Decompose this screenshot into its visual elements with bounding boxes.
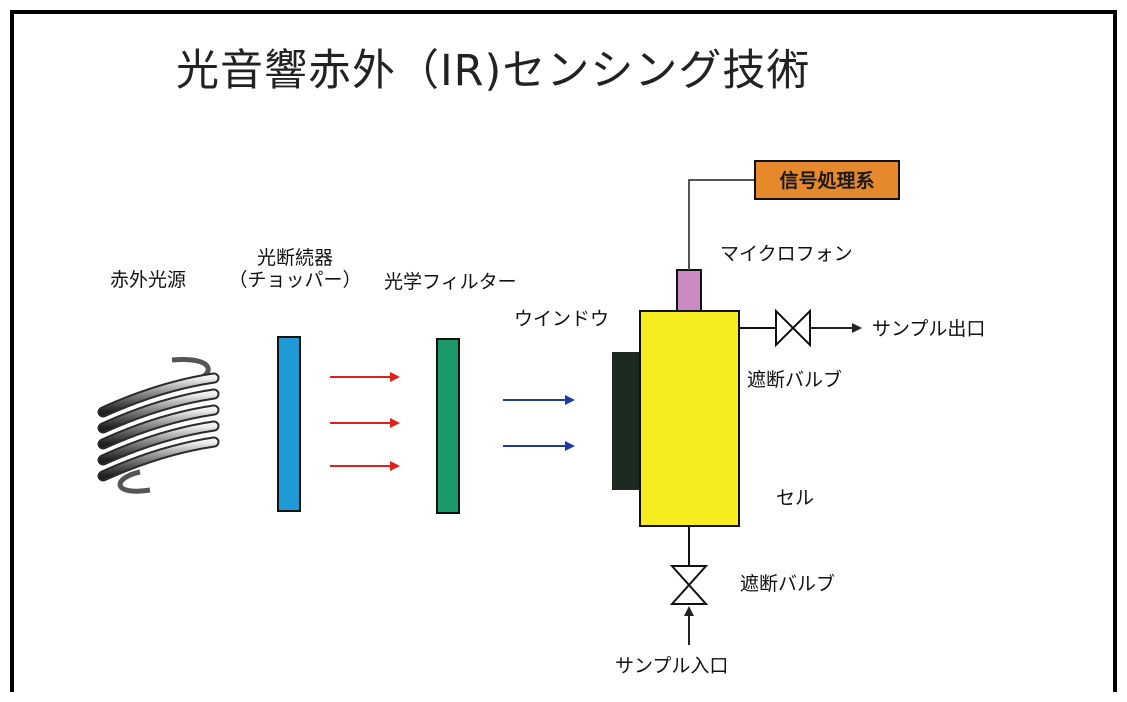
chopped-light-arrows	[330, 372, 400, 471]
chopper-plate	[277, 336, 301, 512]
chopper-label-line2: （チョッパー）	[228, 268, 362, 291]
chopper-label: 光断続器 （チョッパー）	[210, 247, 380, 292]
optical-filter-plate	[436, 338, 460, 514]
slide-frame	[10, 10, 1117, 692]
chopper-label-line1: 光断続器	[256, 247, 333, 269]
cell-body	[639, 310, 740, 527]
window-block	[612, 352, 642, 490]
filtered-light-arrows	[503, 395, 575, 451]
microphone-label: マイクロフォン	[720, 243, 853, 265]
shutoff-valve-bottom-label: 遮断バルブ	[740, 573, 836, 595]
signal-processing-label: 信号処理系	[779, 169, 874, 192]
inlet-valve	[669, 526, 709, 605]
cell-label: セル	[776, 487, 815, 509]
shutoff-valve-top-label: 遮断バルブ	[747, 369, 843, 391]
signal-processing-box	[754, 160, 900, 200]
microphone-block	[676, 269, 702, 312]
signal-line	[688, 179, 755, 270]
slide-title: 光音響赤外（IR)センシング技術	[176, 46, 811, 96]
sample-inlet-label: サンプル入口	[615, 655, 729, 677]
window-label: ウインドウ	[514, 308, 610, 330]
ir-source-coil	[97, 356, 220, 494]
optical-filter-label: 光学フィルター	[384, 271, 517, 293]
sample-outlet-label: サンプル出口	[872, 318, 986, 340]
ir-source-label: 赤外光源	[110, 269, 187, 291]
outlet-valve	[739, 308, 811, 348]
